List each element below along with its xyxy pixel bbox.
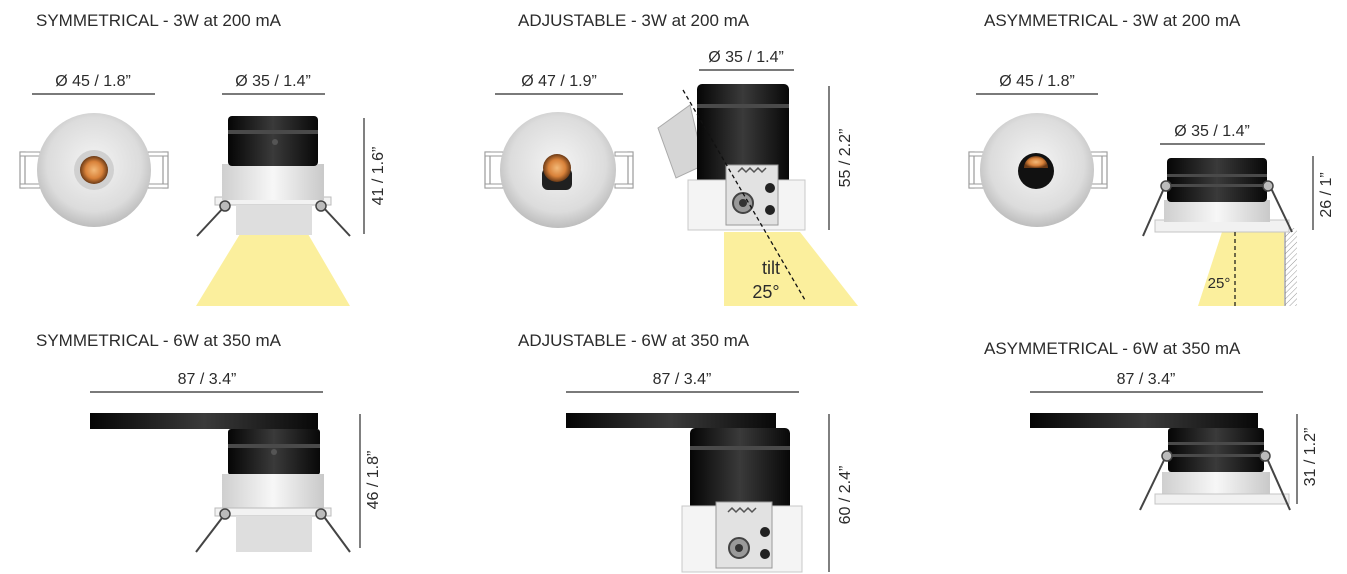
dim-asym-3w-height: 26 / 1” xyxy=(1318,172,1335,217)
dim-adj-3w-height: 55 / 2.2” xyxy=(837,129,854,188)
title-symmetrical-3w: SYMMETRICAL - 3W at 200 mA xyxy=(36,11,282,30)
title-adjustable-6w: ADJUSTABLE - 6W at 350 mA xyxy=(518,331,750,350)
asymmetrical-3w-front-view xyxy=(968,113,1108,227)
adj-3w-tilt-angle: 25° xyxy=(752,282,779,302)
dim-adj-3w-body: Ø 35 / 1.4” xyxy=(708,49,784,66)
title-symmetrical-6w: SYMMETRICAL - 6W at 350 mA xyxy=(36,331,282,350)
dim-sym-3w-body: Ø 35 / 1.4” xyxy=(235,73,311,90)
dim-adj-3w-face: Ø 47 / 1.9” xyxy=(521,73,597,90)
asymmetrical-6w-side-view xyxy=(1030,413,1291,511)
dim-adj-6w-width: 87 / 3.4” xyxy=(653,371,712,388)
adjustable-6w-side-view xyxy=(566,413,803,573)
dim-sym-3w-height: 41 / 1.6” xyxy=(370,147,387,206)
dim-sym-6w-height: 46 / 1.8” xyxy=(365,451,382,510)
symmetrical-3w-front-view xyxy=(19,113,169,227)
title-adjustable-3w: ADJUSTABLE - 3W at 200 mA xyxy=(518,11,750,30)
dim-asym-3w-body: Ø 35 / 1.4” xyxy=(1174,123,1250,140)
dim-sym-6w-width: 87 / 3.4” xyxy=(178,371,237,388)
adjustable-3w-side-view xyxy=(657,84,858,306)
dim-asym-6w-height: 31 / 1.2” xyxy=(1302,428,1319,487)
symmetrical-6w-side-view xyxy=(90,413,351,553)
dim-asym-3w-face: Ø 45 / 1.8” xyxy=(999,73,1075,90)
title-asymmetrical-3w: ASYMMETRICAL - 3W at 200 mA xyxy=(984,11,1241,30)
dim-asym-6w-width: 87 / 3.4” xyxy=(1117,371,1176,388)
dim-adj-6w-height: 60 / 2.4” xyxy=(837,466,854,525)
title-asymmetrical-6w: ASYMMETRICAL - 6W at 350 mA xyxy=(984,339,1241,358)
asymmetrical-3w-side-view xyxy=(1142,158,1297,306)
adjustable-3w-front-view xyxy=(484,112,634,228)
asym-3w-angle: 25° xyxy=(1208,275,1231,292)
symmetrical-3w-side-view xyxy=(196,116,351,306)
adj-3w-tilt-label: tilt xyxy=(762,258,780,278)
dim-sym-3w-face: Ø 45 / 1.8” xyxy=(55,73,131,90)
